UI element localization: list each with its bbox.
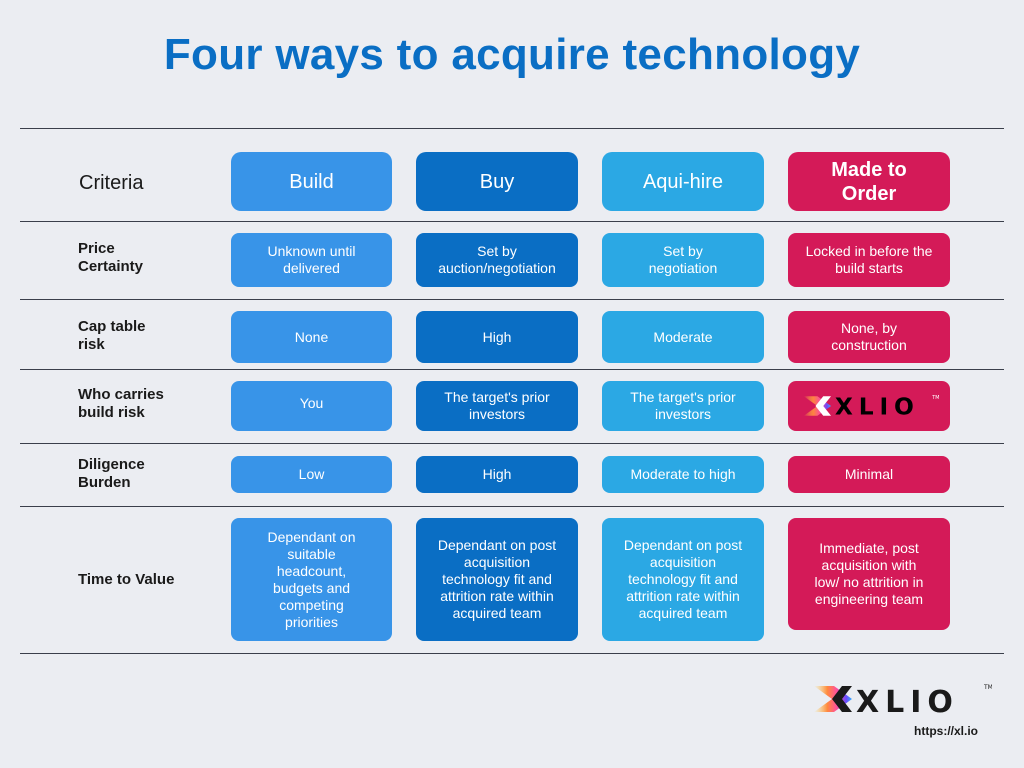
- cell-made-to-order-diligence-burden: Minimal: [788, 456, 950, 493]
- cell-made-to-order-price-certainty: Locked in before the build starts: [788, 233, 950, 287]
- footer-logo-text: XLIO: [856, 685, 959, 720]
- cell-aqui-hire-who-carries-build-risk: The target's prior investors: [602, 381, 764, 431]
- divider: [20, 221, 1004, 222]
- cell-buy-price-certainty: Set by auction/negotiation: [416, 233, 578, 287]
- cell-build-price-certainty: Unknown until delivered: [231, 233, 392, 287]
- cell-build-diligence-burden: Low: [231, 456, 392, 493]
- cell-buy-diligence-burden: High: [416, 456, 578, 493]
- cell-made-to-order-cap-table-risk: None, by construction: [788, 311, 950, 363]
- footer-logo: XLIO TM: [812, 680, 993, 720]
- xlio-gradient-chevron-icon: [814, 686, 852, 712]
- footer-trademark: TM: [983, 684, 992, 691]
- cell-aqui-hire-time-to-value: Dependant on post acquisition technology…: [602, 518, 764, 641]
- page-title: Four ways to acquire technology: [163, 30, 861, 79]
- trademark: TM: [931, 395, 939, 401]
- xlio-gradient-chevron-icon: [803, 396, 832, 416]
- xlio-logo: XLIO TM: [803, 393, 939, 421]
- column-header-made-to-order: Made to Order: [788, 152, 950, 211]
- cell-build-who-carries-build-risk: You: [231, 381, 392, 431]
- cell-aqui-hire-cap-table-risk: Moderate: [602, 311, 764, 363]
- cell-made-to-order-time-to-value: Immediate, post acquisition with low/ no…: [788, 518, 950, 630]
- column-header-aqui-hire: Aqui-hire: [602, 152, 764, 211]
- row-label-price-certainty: Price Certainty: [78, 240, 144, 275]
- row-label-time-to-value: Time to Value: [78, 571, 175, 588]
- cell-buy-who-carries-build-risk: The target's prior investors: [416, 381, 578, 431]
- row-label-who-carries-build-risk: Who carries build risk: [78, 386, 164, 421]
- row-label-cap-table-risk: Cap table risk: [78, 318, 146, 353]
- criteria-header: Criteria: [79, 172, 144, 194]
- column-header-build: Build: [231, 152, 392, 211]
- cell-aqui-hire-price-certainty: Set by negotiation: [602, 233, 764, 287]
- divider: [20, 369, 1004, 370]
- cell-build-cap-table-risk: None: [231, 311, 392, 363]
- row-label-diligence-burden: Diligence Burden: [78, 456, 145, 491]
- divider: [20, 653, 1004, 654]
- cell-buy-time-to-value: Dependant on post acquisition technology…: [416, 518, 578, 641]
- cell-aqui-hire-diligence-burden: Moderate to high: [602, 456, 764, 493]
- divider: [20, 506, 1004, 507]
- column-header-buy: Buy: [416, 152, 578, 211]
- cell-made-to-order-who-carries-build-risk: XLIO TM: [788, 381, 950, 431]
- divider: [20, 443, 1004, 444]
- cell-buy-cap-table-risk: High: [416, 311, 578, 363]
- divider: [20, 128, 1004, 129]
- divider: [20, 299, 1004, 300]
- website-link[interactable]: https://xl.io: [914, 724, 978, 738]
- xlio-logo-text: XLIO: [835, 393, 920, 421]
- cell-build-time-to-value: Dependant on suitable headcount, budgets…: [231, 518, 392, 641]
